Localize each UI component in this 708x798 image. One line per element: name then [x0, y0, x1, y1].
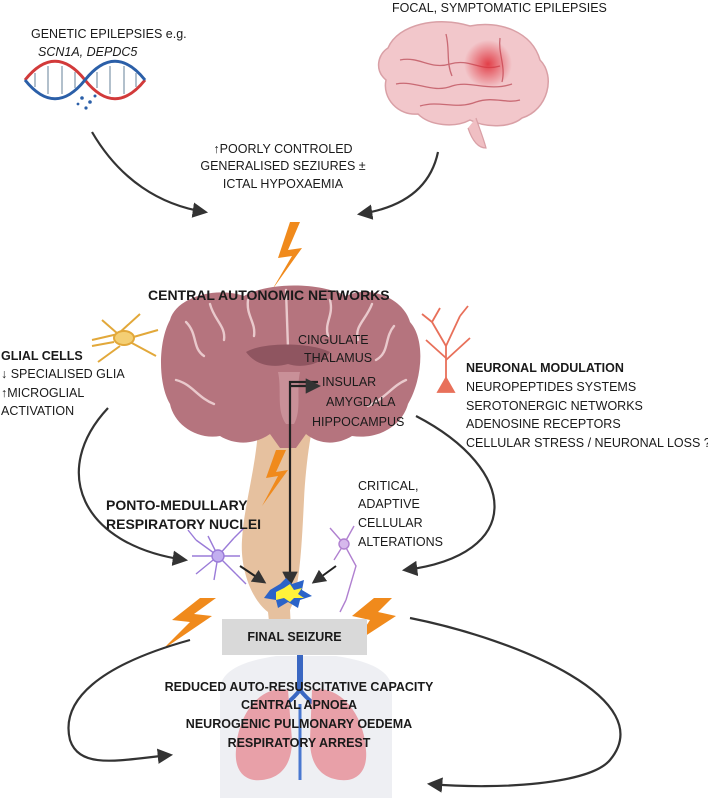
focal-epilepsies-label: FOCAL, SYMPTOMATIC EPILEPSIES — [392, 1, 607, 15]
lightning-icon — [162, 598, 216, 650]
ponto-medullary-line-1: PONTO-MEDULLARY — [106, 497, 248, 513]
lightning-icon — [272, 222, 302, 290]
brain-region-insular: INSULAR — [322, 375, 377, 389]
glial-item-2: ↑MICROGLIAL — [1, 386, 85, 400]
final-seizure-right-arrow — [409, 616, 622, 793]
focal-arrow — [356, 151, 440, 220]
seizures-line-2: GENERALISED SEZIURES ± — [200, 159, 366, 173]
brain-coronal-section-icon — [161, 285, 421, 448]
glial-item-1: ↓ SPECIALISED GLIA — [1, 367, 125, 381]
outcome-2: CENTRAL APNOEA — [241, 698, 357, 712]
critical-line-4: ALTERATIONS — [358, 535, 443, 549]
final-seizure-left-arrow — [67, 638, 191, 764]
glial-cells-title: GLIAL CELLS — [1, 349, 83, 363]
critical-line-1: CRITICAL, — [358, 479, 419, 493]
central-autonomic-networks-title: CENTRAL AUTONOMIC NETWORKS — [148, 287, 390, 303]
seizures-line-3: ICTAL HYPOXAEMIA — [222, 177, 344, 191]
neuronal-item-4: CELLULAR STRESS / NEURONAL LOSS ? — [466, 436, 708, 450]
glial-arrow — [77, 407, 189, 566]
neuronal-arrow — [401, 415, 496, 577]
neuronal-modulation-title: NEURONAL MODULATION — [466, 361, 624, 375]
microglia-icon — [187, 527, 247, 585]
critical-line-3: CELLULAR — [358, 516, 423, 530]
final-seizure-label: FINAL SEIZURE — [247, 630, 342, 644]
glial-item-3: ACTIVATION — [1, 404, 75, 418]
critical-line-2: ADAPTIVE — [358, 497, 420, 511]
microglia-icon — [329, 525, 357, 613]
glia-pointer-arrow — [239, 565, 267, 584]
genetic-epilepsies-label: GENETIC EPILEPSIES e.g. — [31, 27, 187, 41]
outcome-4: RESPIRATORY ARREST — [227, 736, 371, 750]
seizures-line-1: ↑POORLY CONTROLED — [213, 142, 353, 156]
neuronal-item-2: SEROTONERGIC NETWORKS — [466, 399, 643, 413]
lightning-icon — [262, 450, 288, 506]
brain-3d-icon — [377, 21, 549, 149]
neuron-icon — [421, 305, 471, 393]
brain-region-hippocampus: HIPPOCAMPUS — [312, 415, 405, 429]
ponto-medullary-line-2: RESPIRATORY NUCLEI — [106, 516, 262, 532]
outcome-3: NEUROGENIC PULMONARY OEDEMA — [185, 717, 413, 731]
outcome-1: REDUCED AUTO-RESUSCITATIVE CAPACITY — [164, 680, 434, 694]
explosion-icon — [264, 578, 312, 608]
neuron-pointer-arrow — [311, 565, 337, 584]
dna-icon — [23, 59, 147, 110]
final-seizure-box — [222, 619, 367, 655]
neuronal-item-3: ADENOSINE RECEPTORS — [466, 417, 621, 431]
genetic-arrow — [91, 131, 209, 218]
genetic-genes-label: SCN1A, DEPDC5 — [38, 45, 138, 59]
brain-region-cingulate: CINGULATE — [298, 333, 369, 347]
brain-region-thalamus: THALAMUS — [304, 351, 373, 365]
lungs-torso-icon — [220, 650, 392, 798]
neuronal-item-1: NEUROPEPTIDES SYSTEMS — [466, 380, 637, 394]
brainstem-icon — [241, 400, 320, 650]
glial-cell-icon — [91, 313, 159, 363]
brain-region-amygdala: AMYGDALA — [326, 395, 396, 409]
